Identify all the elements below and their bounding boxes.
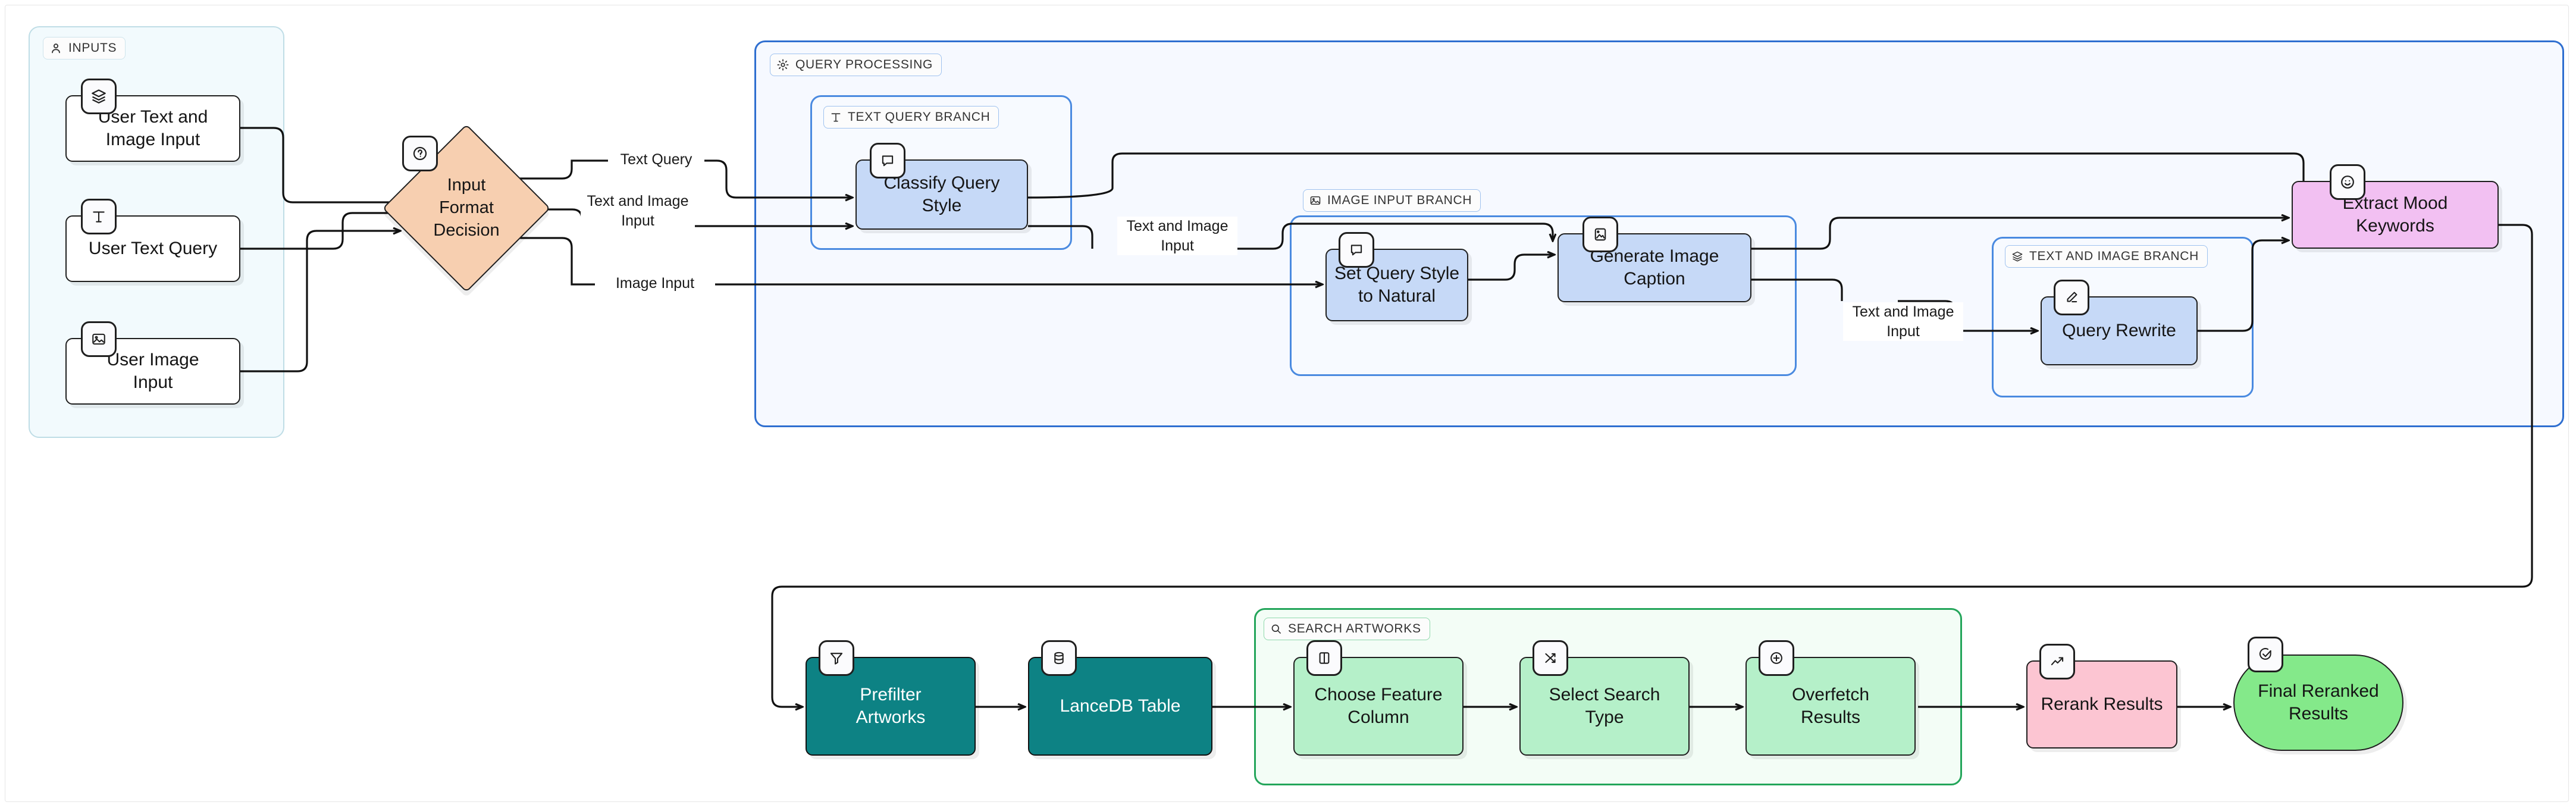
group-search-artworks-label: SEARCH ARTWORKS — [1264, 618, 1430, 640]
group-inputs-label-text: INPUTS — [68, 41, 117, 55]
node-input-format-decision-label: Input Format Decision — [433, 176, 500, 240]
plus-icon — [1759, 640, 1794, 676]
node-classify-query-style-wrap: Classify Query Style — [855, 143, 1028, 230]
group-text-query-branch-label-text: TEXT QUERY BRANCH — [848, 110, 991, 124]
question-icon — [402, 136, 438, 171]
image-icon — [1309, 195, 1321, 206]
node-user-image-input[interactable]: User Image Input — [65, 338, 240, 405]
group-text-query-branch-label: TEXT QUERY BRANCH — [823, 106, 999, 129]
gear-icon — [776, 58, 789, 71]
node-prefilter-artworks-wrap: Prefilter Artworks — [806, 640, 976, 756]
edge-label-text-and-image-input-1: Text and Image Input — [581, 192, 695, 230]
group-query-processing-label: QUERY PROCESSING — [770, 54, 942, 76]
node-select-search-type-wrap: Select Search Type — [1519, 640, 1690, 756]
image-icon — [1582, 217, 1618, 252]
check-icon — [2248, 637, 2283, 672]
edge-label-text-and-image-input-3: Text and Image Input — [1843, 302, 1963, 341]
group-query-processing-label-text: QUERY PROCESSING — [795, 58, 933, 71]
node-set-query-style-to-natural-wrap: Set Query Style to Natural — [1325, 232, 1468, 321]
image-icon — [81, 321, 117, 357]
node-query-rewrite-wrap: Query Rewrite — [2041, 280, 2198, 365]
node-rerank-results-wrap: Rerank Results — [2026, 644, 2177, 749]
user-icon — [49, 42, 62, 55]
trending-icon — [2039, 644, 2075, 679]
filter-icon — [819, 640, 854, 676]
node-extract-mood-keywords[interactable]: Extract Mood Keywords — [2292, 181, 2499, 249]
text-icon — [81, 199, 117, 234]
layers-icon — [81, 79, 117, 114]
node-user-text-query-wrap: User Text Query — [65, 199, 240, 282]
node-overfetch-results-wrap: Overfetch Results — [1745, 640, 1916, 756]
database-icon — [1041, 640, 1077, 676]
shuffle-icon — [1533, 640, 1568, 676]
node-lancedb-table-wrap: LanceDB Table — [1028, 640, 1212, 756]
group-image-input-branch-label: IMAGE INPUT BRANCH — [1303, 189, 1481, 212]
edge-label-text-query: Text Query — [608, 150, 704, 170]
edge-label-text-and-image-input-2: Text and Image Input — [1117, 217, 1237, 255]
edge-label-image-input: Image Input — [595, 274, 715, 293]
message-icon — [1339, 232, 1374, 268]
node-final-reranked-results-wrap: Final Reranked Results — [2233, 637, 2403, 751]
group-inputs-label: INPUTS — [43, 37, 126, 59]
node-user-text-and-image-input-wrap: User Text and Image Input — [65, 79, 240, 162]
layers-icon — [2011, 250, 2023, 262]
group-text-and-image-branch-label: TEXT AND IMAGE BRANCH — [2005, 245, 2208, 268]
columns-icon — [1306, 640, 1342, 676]
node-extract-mood-keywords-wrap: Extract Mood Keywords — [2292, 164, 2499, 249]
smiley-icon — [2330, 164, 2365, 200]
group-text-and-image-branch-label-text: TEXT AND IMAGE BRANCH — [2029, 249, 2199, 263]
group-search-artworks-label-text: SEARCH ARTWORKS — [1288, 622, 1421, 635]
node-choose-feature-column-wrap: Choose Feature Column — [1293, 640, 1464, 756]
pencil-icon — [2054, 280, 2089, 315]
node-generate-image-caption-wrap: Generate Image Caption — [1557, 217, 1751, 302]
text-icon — [830, 111, 842, 123]
group-image-input-branch-label-text: IMAGE INPUT BRANCH — [1327, 193, 1472, 207]
message-icon — [870, 143, 905, 178]
node-user-image-input-wrap: User Image Input — [65, 321, 240, 405]
node-input-format-decision-wrap: Input Format Decision — [382, 124, 551, 293]
search-icon — [1270, 623, 1282, 635]
